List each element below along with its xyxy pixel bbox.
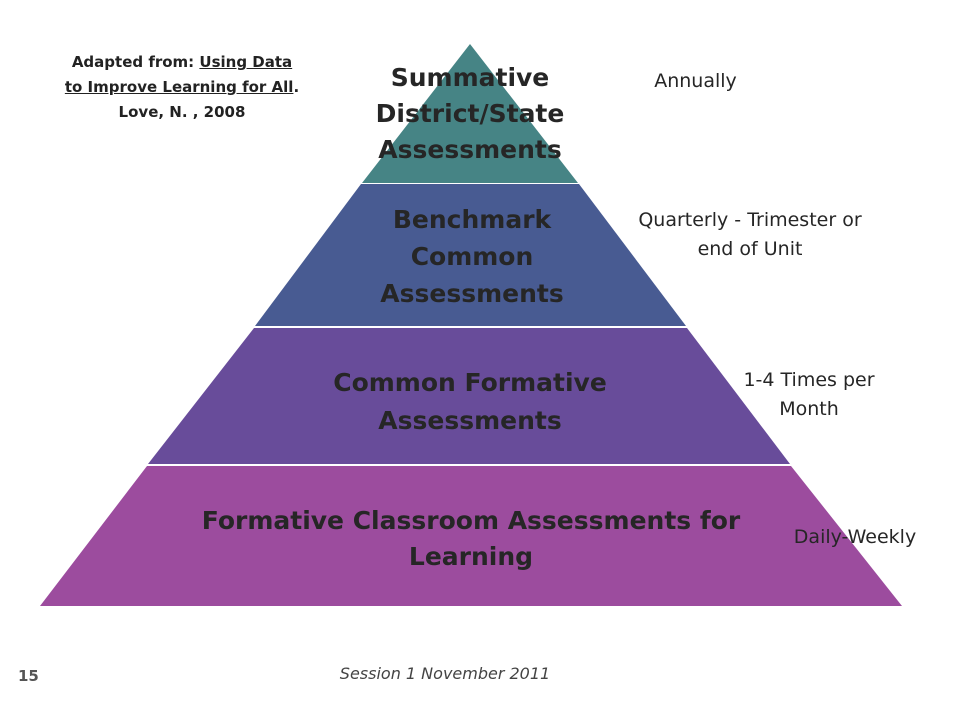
tier-2-shape xyxy=(255,184,686,326)
frequency-daily-weekly: Daily-Weekly xyxy=(793,526,917,548)
citation-suffix: . Love, N. , 2008 xyxy=(118,78,300,121)
footer-session: Session 1 November 2011 xyxy=(339,664,551,683)
citation-prefix: Adapted from: xyxy=(71,53,200,71)
citation: Adapted from: Using Data to Improve Lear… xyxy=(62,50,302,125)
tier-4-shape xyxy=(40,466,902,606)
tier-4-label: Formative Classroom Assessments for Lear… xyxy=(201,506,741,571)
citation-title: Using Data to Improve Learning for All xyxy=(64,53,294,96)
tier-3-label: Common Formative Assessments xyxy=(333,368,607,435)
slide-number: 15 xyxy=(18,667,39,685)
tier-1-label: Summative District/State Assessments xyxy=(375,63,565,164)
frequency-quarterly: Quarterly - Trimester or end of Unit xyxy=(638,209,862,260)
frequency-monthly: 1-4 Times per Month xyxy=(743,369,875,420)
tier-3-shape xyxy=(148,328,790,464)
tier-2-label: Benchmark Common Assessments xyxy=(380,205,564,308)
tier-1-shape xyxy=(362,44,578,183)
frequency-annually: Annually xyxy=(654,70,737,92)
